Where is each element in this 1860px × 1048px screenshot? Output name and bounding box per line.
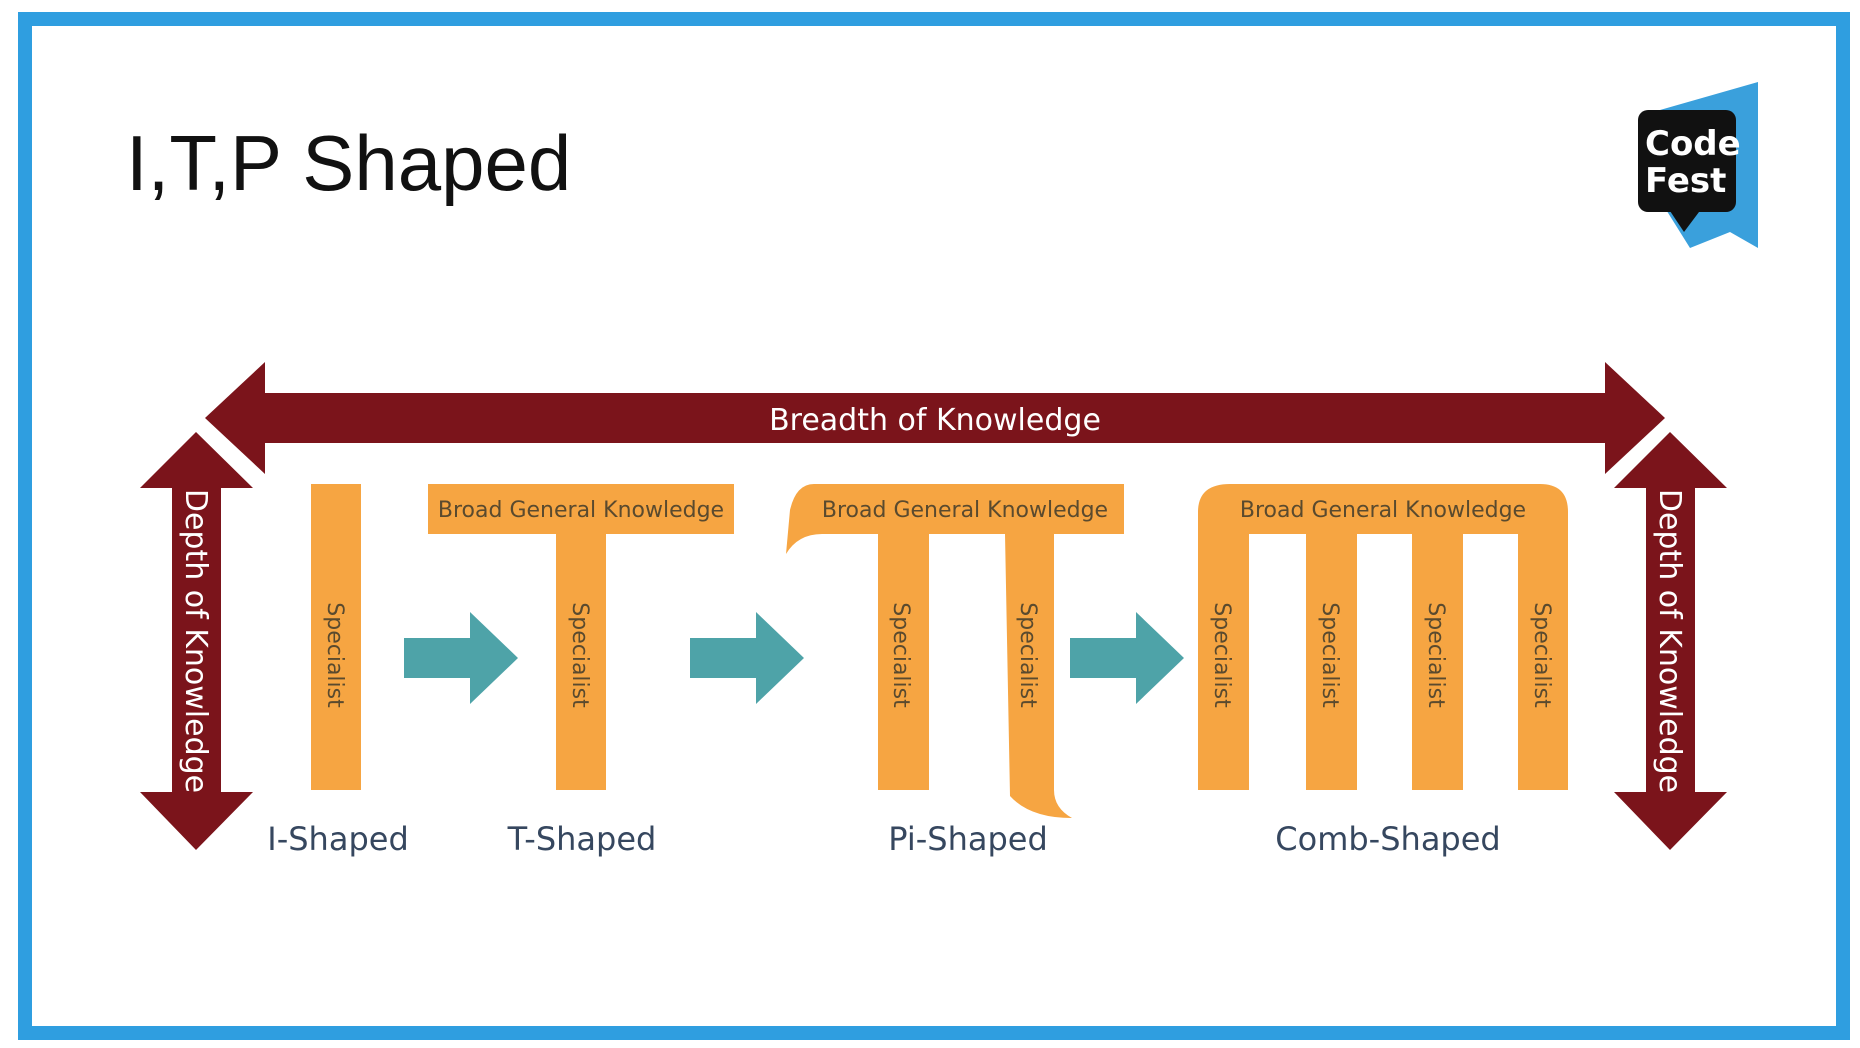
t-shaped-specialist-label: Specialist: [567, 602, 592, 708]
t-shaped-broad-label: Broad General Knowledge: [438, 498, 724, 523]
comb-shaped-specialist-label-4: Specialist: [1529, 602, 1554, 708]
shape-label-i: I-Shaped: [267, 820, 409, 858]
slide-border-left: [18, 12, 32, 1040]
logo-black-box: [1638, 110, 1736, 212]
slide-title: I,T,P Shaped: [126, 119, 572, 207]
pi-shaped-body: [786, 484, 1124, 818]
shape-label-t: T-Shaped: [507, 820, 657, 858]
depth-label-left: Depth of Knowledge: [178, 489, 213, 793]
slide-border-top: [18, 12, 1850, 26]
comb-shaped-specialist-label-2: Specialist: [1317, 602, 1342, 708]
depth-label-right: Depth of Knowledge: [1652, 489, 1687, 793]
comb-shaped-specialist-label-3: Specialist: [1423, 602, 1448, 708]
breadth-arrow: [205, 362, 1665, 474]
i-shaped-stem: [311, 484, 361, 790]
slide-border-bottom: [18, 1026, 1850, 1040]
depth-arrow-right: [1614, 432, 1727, 850]
logo-text-line1: Code: [1645, 124, 1741, 164]
i-shaped-specialist-label: Specialist: [322, 602, 347, 708]
pi-shaped-broad-label: Broad General Knowledge: [822, 498, 1108, 523]
flow-arrow-3: [1070, 612, 1184, 704]
breadth-label: Breadth of Knowledge: [769, 403, 1101, 438]
logo-bubble-tail: [1668, 208, 1702, 232]
comb-shaped-specialist-label-1: Specialist: [1209, 602, 1234, 708]
codefest-logo: Code Fest: [1638, 82, 1758, 248]
shape-label-comb: Comb-Shaped: [1275, 820, 1500, 858]
flow-arrow-2: [690, 612, 804, 704]
depth-arrow-left: [140, 432, 253, 850]
comb-shaped-body: [1198, 484, 1568, 790]
comb-shaped-broad-label: Broad General Knowledge: [1240, 498, 1526, 523]
t-shaped-stem: [556, 534, 606, 790]
pi-shaped-specialist-label-1: Specialist: [888, 602, 913, 708]
t-shaped-top-bar: [428, 484, 734, 534]
pi-shaped-specialist-label-2: Specialist: [1015, 602, 1040, 708]
flow-arrow-1: [404, 612, 518, 704]
logo-text-line2: Fest: [1645, 161, 1726, 201]
shape-label-pi: Pi-Shaped: [888, 820, 1048, 858]
slide-border-right: [1836, 12, 1850, 1040]
